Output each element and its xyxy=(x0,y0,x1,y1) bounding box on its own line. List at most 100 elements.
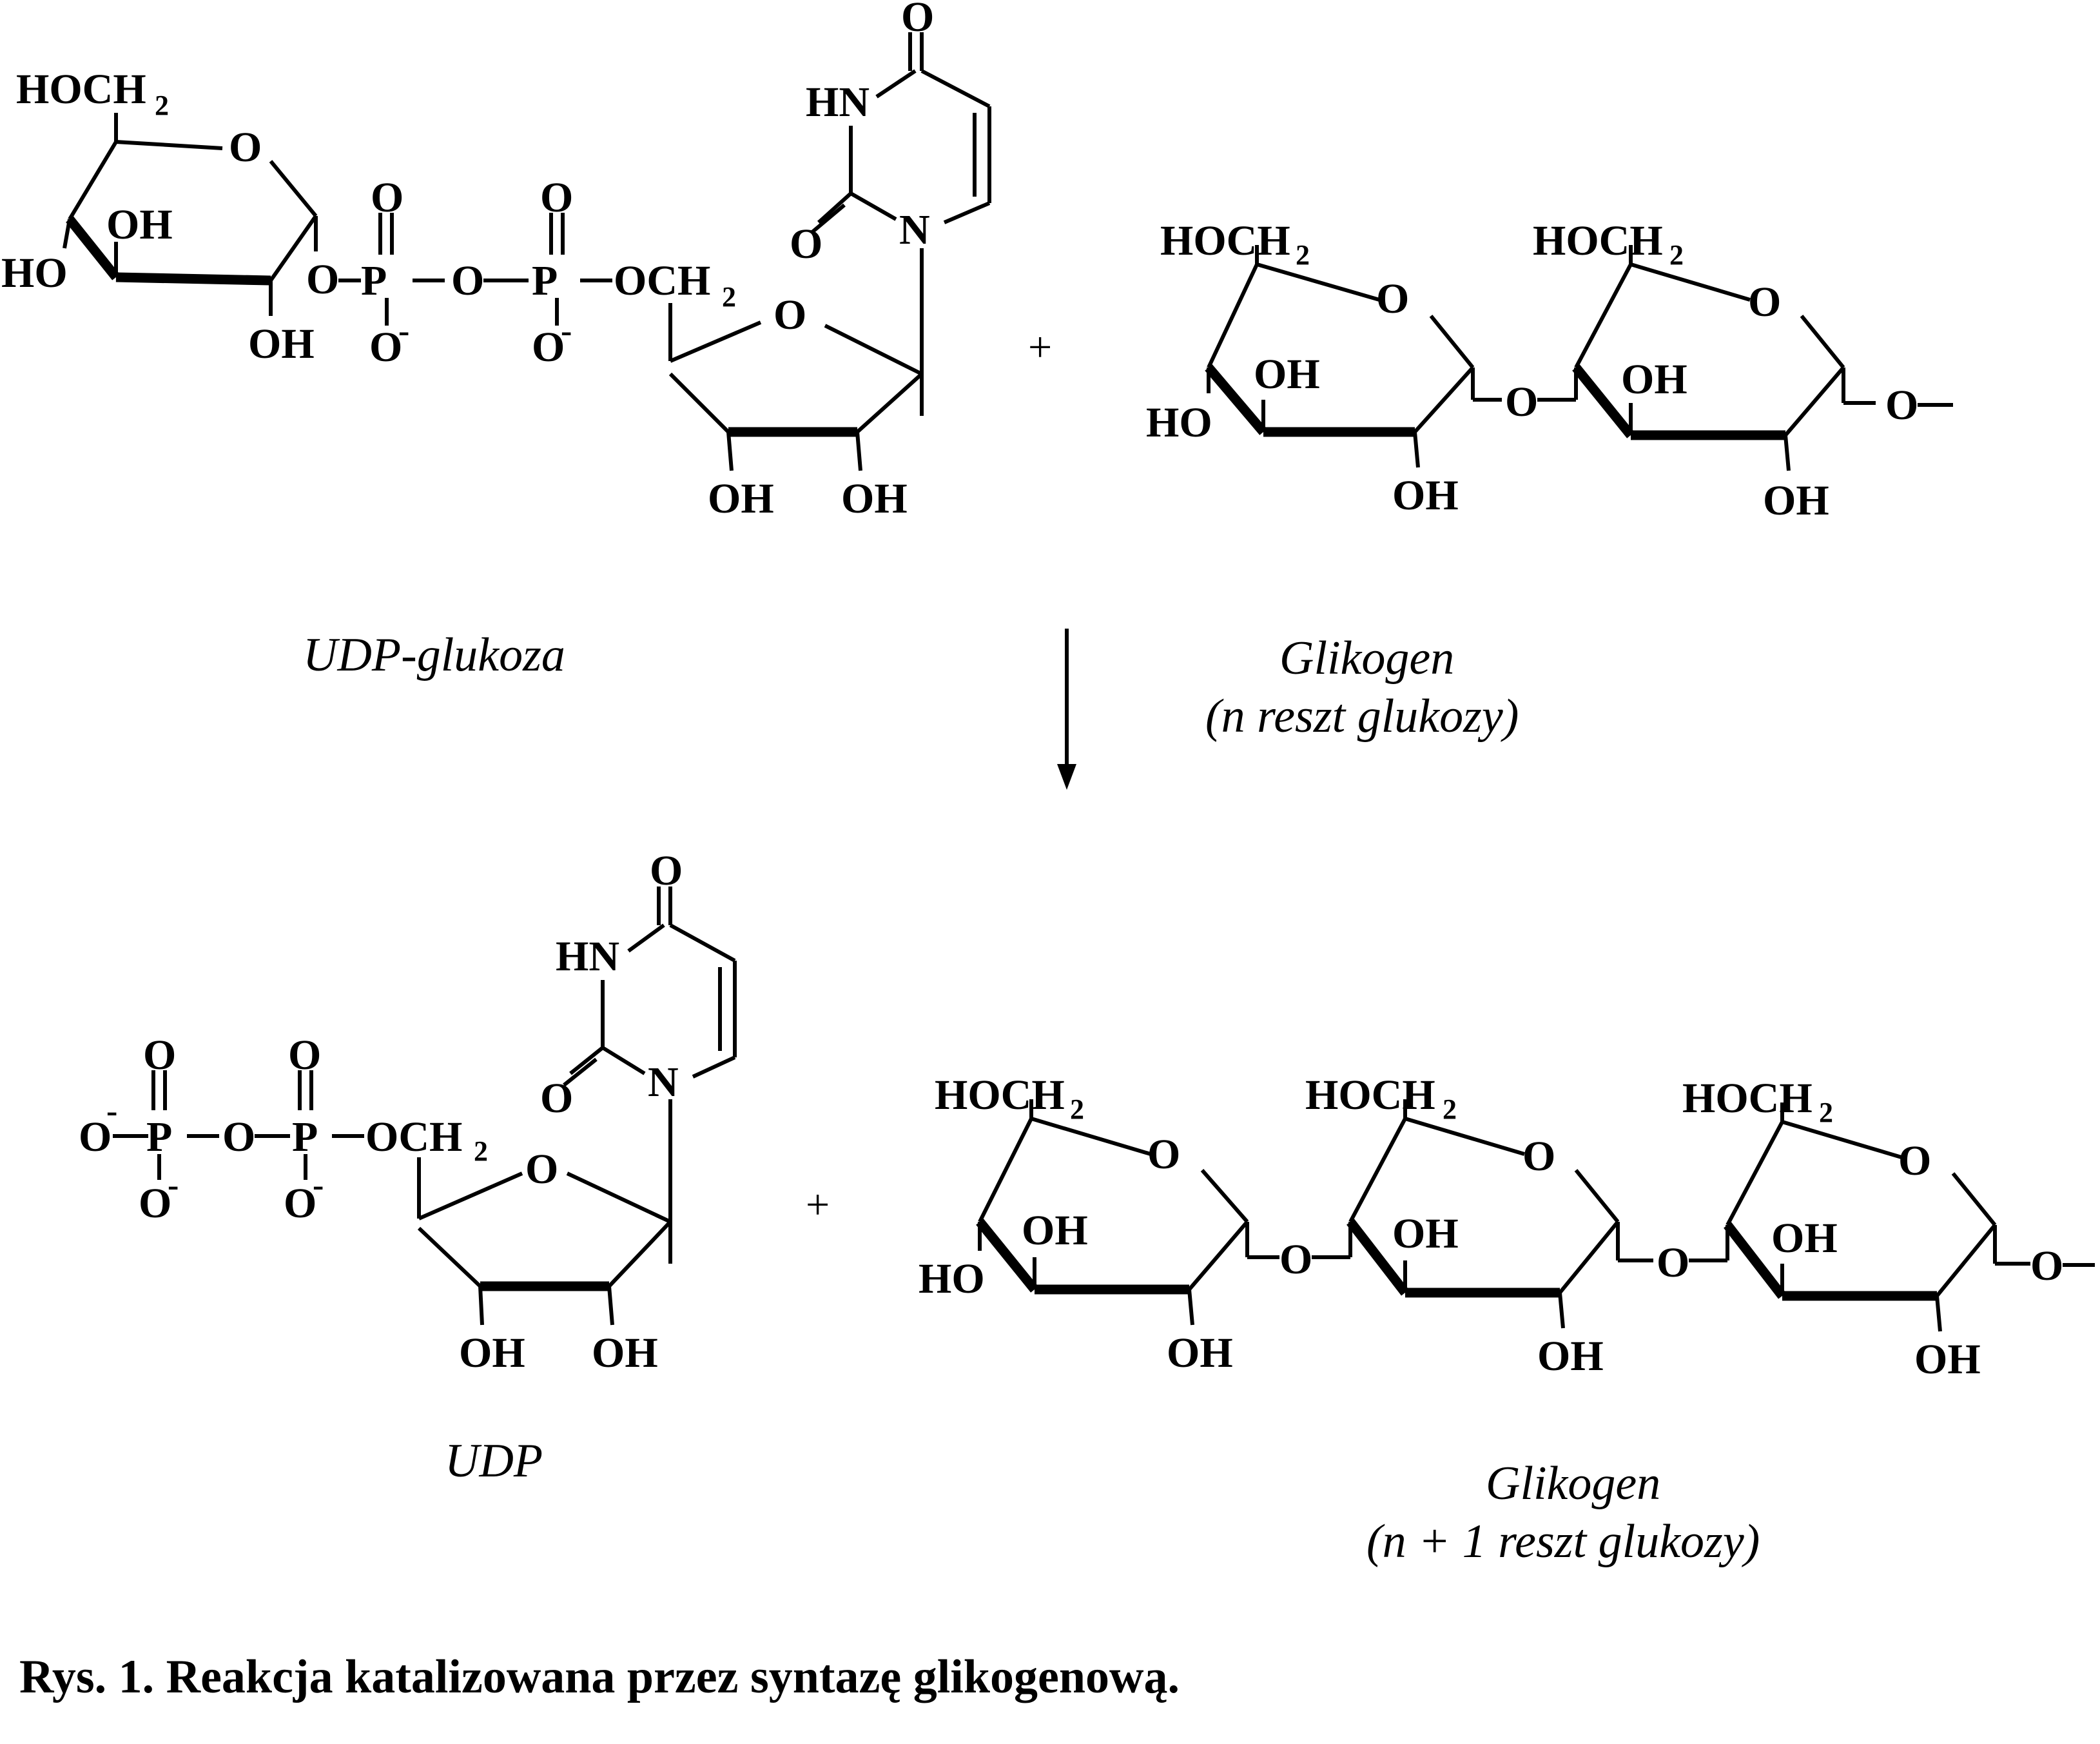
hydroxyl-label: OH xyxy=(841,475,908,522)
hydroxyl-label: OH xyxy=(1392,472,1459,519)
glycogen-n1-structure: HOCH 2 O OH HO OH O HOCH 2 O OH OH xyxy=(919,1072,2095,1383)
subscript-2: 2 xyxy=(155,90,169,121)
ring-oxygen: O xyxy=(1147,1131,1180,1178)
subscript-2: 2 xyxy=(1296,239,1310,271)
hydroxyl-label: HO xyxy=(1,250,68,297)
ring-oxygen: O xyxy=(1898,1137,1931,1184)
figure-caption: Rys. 1. Reakcja katalizowana przez synta… xyxy=(19,1651,1180,1703)
udp-glucose-ribose: O OH OH xyxy=(668,248,924,522)
label-glycogen-n-residues: (n reszt glukozy) xyxy=(1205,690,1519,743)
glycogen-n-ring-1: HOCH 2 O OH HO OH xyxy=(1146,217,1502,519)
hydroxyl-label: OH xyxy=(1771,1215,1838,1262)
charge-minus: - xyxy=(106,1093,117,1130)
label-glycogen-n1-residues: (n + 1 reszt glukozy) xyxy=(1366,1515,1760,1568)
label-udp: UDP xyxy=(445,1435,543,1487)
oxygen-label: O xyxy=(284,1180,316,1227)
hoch2-label: HOCH xyxy=(16,66,146,113)
ring-oxygen: O xyxy=(525,1146,558,1193)
phosphorus-label: P xyxy=(146,1113,172,1161)
glycosidic-oxygen: O xyxy=(1505,378,1538,426)
charge-minus: - xyxy=(168,1167,179,1204)
phosphorus-label: P xyxy=(361,257,387,304)
subscript-2: 2 xyxy=(1070,1093,1084,1125)
glycosidic-oxygen: O xyxy=(1885,382,1918,429)
glycogen-n1-ring-3: HOCH 2 O OH OH xyxy=(1682,1075,2030,1383)
phosphorus-label: P xyxy=(532,257,558,304)
och2-label: OCH xyxy=(614,257,710,304)
hoch2-label: HOCH xyxy=(1682,1075,1813,1122)
ring-oxygen: O xyxy=(1748,279,1781,326)
glycogen-n1-ring-1: HOCH 2 O OH HO OH xyxy=(919,1072,1279,1377)
glycogen-n-structure: HOCH 2 O OH HO OH O HOCH 2 O OH OH xyxy=(1146,217,1953,524)
glycosidic-oxygen: O xyxy=(1657,1239,1689,1286)
hoch2-label: HOCH xyxy=(935,1072,1065,1119)
hydroxyl-label: OH xyxy=(1763,477,1829,524)
hn-label: HN xyxy=(806,79,870,126)
hydroxyl-label: OH xyxy=(1537,1333,1604,1380)
carbonyl-oxygen: O xyxy=(901,0,934,41)
carbonyl-oxygen: O xyxy=(650,847,683,894)
glycogen-n-ring-2: HOCH 2 O OH OH xyxy=(1533,217,1876,524)
hoch2-label: HOCH xyxy=(1305,1072,1435,1119)
ring-oxygen: O xyxy=(229,124,262,171)
udp-ribose: O OH OH xyxy=(417,1099,672,1377)
udp-structure: O - P O O - O P O O - OCH 2 xyxy=(79,847,737,1377)
udp-diphosphate: O - P O O - O P O O - OCH 2 xyxy=(79,1032,488,1227)
och2-label: OCH xyxy=(365,1113,462,1161)
glycogen-n1-ring-2: HOCH 2 O OH OH xyxy=(1305,1072,1653,1380)
hn-label: HN xyxy=(556,933,619,980)
oxygen-label: O xyxy=(371,174,403,221)
oxygen-label: O xyxy=(222,1113,255,1161)
phosphorus-label: P xyxy=(292,1113,318,1161)
hydroxyl-label: OH xyxy=(1254,351,1320,398)
hydroxyl-label: OH xyxy=(459,1329,525,1377)
ring-oxygen: O xyxy=(1376,275,1409,322)
hydroxyl-label: OH xyxy=(1022,1207,1088,1254)
label-glycogen-n1: Glikogen xyxy=(1486,1457,1660,1510)
oxygen-label: O xyxy=(532,324,565,371)
subscript-2: 2 xyxy=(1819,1097,1833,1128)
oxygen-label: O xyxy=(79,1113,112,1161)
subscript-2: 2 xyxy=(722,281,736,313)
charge-minus: - xyxy=(398,313,409,349)
hydroxyl-label: OH xyxy=(248,320,315,367)
hydroxyl-label: OH xyxy=(1914,1336,1981,1383)
hydroxyl-label: OH xyxy=(708,475,774,522)
udp-uracil: N O HN O xyxy=(540,847,737,1122)
oxygen-label: O xyxy=(369,324,402,371)
oxygen-label: O xyxy=(288,1032,321,1079)
udp-glucose-structure: HOCH 2 O OH HO OH O P O O - O P O O xyxy=(1,0,991,522)
hydroxyl-label: HO xyxy=(1146,399,1212,446)
hoch2-label: HOCH xyxy=(1160,217,1290,264)
plus-sign: + xyxy=(806,1181,830,1228)
carbonyl-oxygen: O xyxy=(790,220,822,268)
oxygen-label: O xyxy=(139,1180,171,1227)
ring-oxygen: O xyxy=(773,291,806,338)
subscript-2: 2 xyxy=(1669,239,1684,271)
glycosidic-oxygen: O xyxy=(2030,1242,2063,1289)
oxygen-label: O xyxy=(451,257,484,304)
hydroxyl-label: HO xyxy=(919,1255,985,1302)
nitrogen-label: N xyxy=(899,206,930,253)
hoch2-label: HOCH xyxy=(1533,217,1663,264)
oxygen-label: O xyxy=(143,1032,176,1079)
udp-glucose-glucose-ring: HOCH 2 O OH HO OH xyxy=(1,66,318,367)
charge-minus: - xyxy=(313,1167,324,1204)
subscript-2: 2 xyxy=(1443,1093,1457,1125)
glycosidic-oxygen: O xyxy=(1279,1236,1312,1283)
label-glycogen-n: Glikogen xyxy=(1279,632,1454,685)
ring-oxygen: O xyxy=(1522,1133,1555,1180)
label-udp-glucose: UDP-glukoza xyxy=(303,629,565,681)
plus-sign: + xyxy=(1028,324,1052,371)
carbonyl-oxygen: O xyxy=(540,1075,573,1122)
hydroxyl-label: OH xyxy=(1621,356,1687,403)
hydroxyl-label: OH xyxy=(1167,1329,1233,1377)
nitrogen-label: N xyxy=(648,1059,679,1106)
hydroxyl-label: OH xyxy=(106,201,173,248)
subscript-2: 2 xyxy=(474,1135,488,1167)
oxygen-label: O xyxy=(540,174,573,221)
oxygen-label: O xyxy=(306,256,339,303)
udp-glucose-diphosphate: O P O O - O P O O - OCH 2 xyxy=(306,174,736,371)
hydroxyl-label: OH xyxy=(1392,1210,1459,1257)
